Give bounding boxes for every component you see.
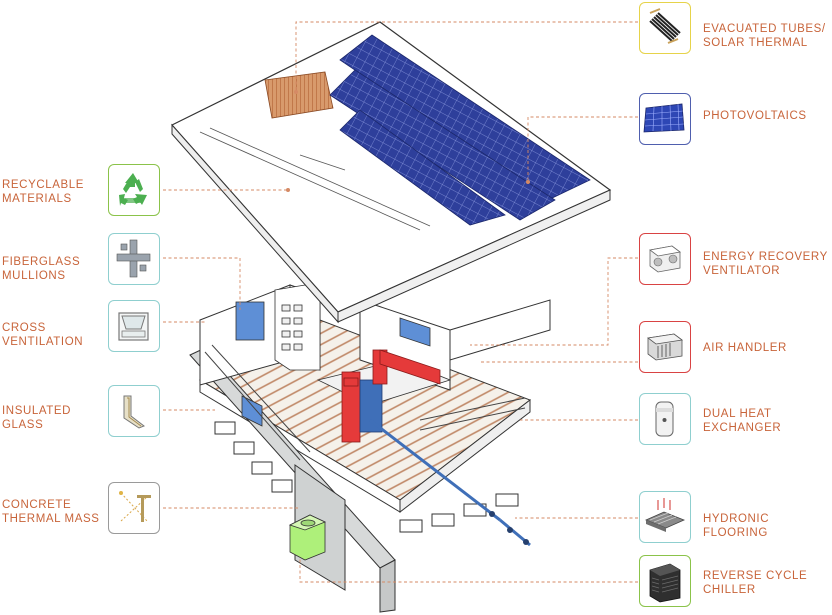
sun-angle-icon [119,491,151,522]
thumb-recyclable [108,164,160,216]
label-fiberglass-mullions: FIBERGLASS MULLIONS [2,255,80,283]
front-window [241,395,263,427]
label-line: DUAL HEAT [703,408,772,420]
thumb-chiller [639,555,691,607]
label-line: PHOTOVOLTAICS [703,110,807,122]
label-air-handler: AIR HANDLER [703,341,787,355]
thumb-dual-heat-exchanger [639,393,691,445]
label-line: REVERSE CYCLE [703,570,808,582]
foundation-piers [214,421,519,533]
label-line: GLASS [2,419,44,431]
solar-panel-icon [643,103,685,133]
mullion-icon [116,239,151,278]
water-tank-icon [655,401,674,437]
thumb-concrete [108,482,160,534]
label-photovoltaics: PHOTOVOLTAICS [703,109,807,123]
label-line: EVACUATED TUBES/ [703,23,826,35]
label-line: AIR HANDLER [703,342,787,354]
label-line: VENTILATOR [703,265,781,277]
label-line: VENTILATION [2,336,84,348]
thumb-erv [639,233,691,285]
mechanical-core [316,349,452,443]
side-window [399,317,431,347]
label-line: RECYCLABLE [2,179,85,191]
label-line: CHILLER [703,584,756,596]
label-line: EXCHANGER [703,422,782,434]
label-line: ENERGY RECOVERY [703,251,828,263]
label-line: CROSS [2,322,46,334]
label-line: MULLIONS [2,270,66,282]
label-insulated-glass: INSULATED GLASS [2,404,71,432]
label-hydronic-flooring: HYDRONIC FLOORING [703,512,769,540]
thumb-cross-ventilation [108,300,160,352]
ventilator-icon [649,245,681,273]
label-evacuated-tubes: EVACUATED TUBES/ SOLAR THERMAL [703,22,826,50]
recycle-icon [119,173,147,206]
label-line: HYDRONIC [703,513,770,525]
label-line: FIBERGLASS [2,256,81,268]
thumb-photovoltaics [639,93,691,145]
chiller-icon [649,563,681,603]
thumb-air-handler [639,321,691,373]
thumb-hydronic-flooring [639,491,691,543]
railings [204,344,526,461]
window-icon [118,312,149,341]
label-cross-ventilation: CROSS VENTILATION [2,321,83,349]
leader-dots [286,90,530,192]
pv-arrays [329,34,591,226]
chiller-box [288,514,327,561]
leader-lines [163,21,638,583]
pipe-fittings [489,511,529,545]
label-line: CONCRETE [2,499,72,511]
label-reverse-cycle-chiller: REVERSE CYCLE CHILLER [703,569,807,597]
glass-bracket-icon [123,395,146,429]
air-handler-icon [646,333,684,361]
thumb-fiberglass [108,233,160,285]
label-dual-heat-exchanger: DUAL HEAT EXCHANGER [703,407,781,435]
label-concrete-thermal-mass: CONCRETE THERMAL MASS [2,498,100,526]
label-line: SOLAR THERMAL [703,37,808,49]
thumb-insulated-glass [108,385,160,437]
evacuated-tube-icon [649,8,681,44]
thumb-evacuated-tubes [639,2,691,54]
radiant-floor-icon [644,498,686,532]
label-recyclable-materials: RECYCLABLE MATERIALS [2,178,84,206]
label-line: FLOORING [703,527,768,539]
chimney-column [274,284,321,371]
rear-window [235,301,265,341]
label-line: MATERIALS [2,193,72,205]
label-energy-recovery-ventilator: ENERGY RECOVERY VENTILATOR [703,250,828,278]
evacuated-tube-array [264,71,334,119]
label-line: INSULATED [2,405,72,417]
label-line: THERMAL MASS [2,513,100,525]
